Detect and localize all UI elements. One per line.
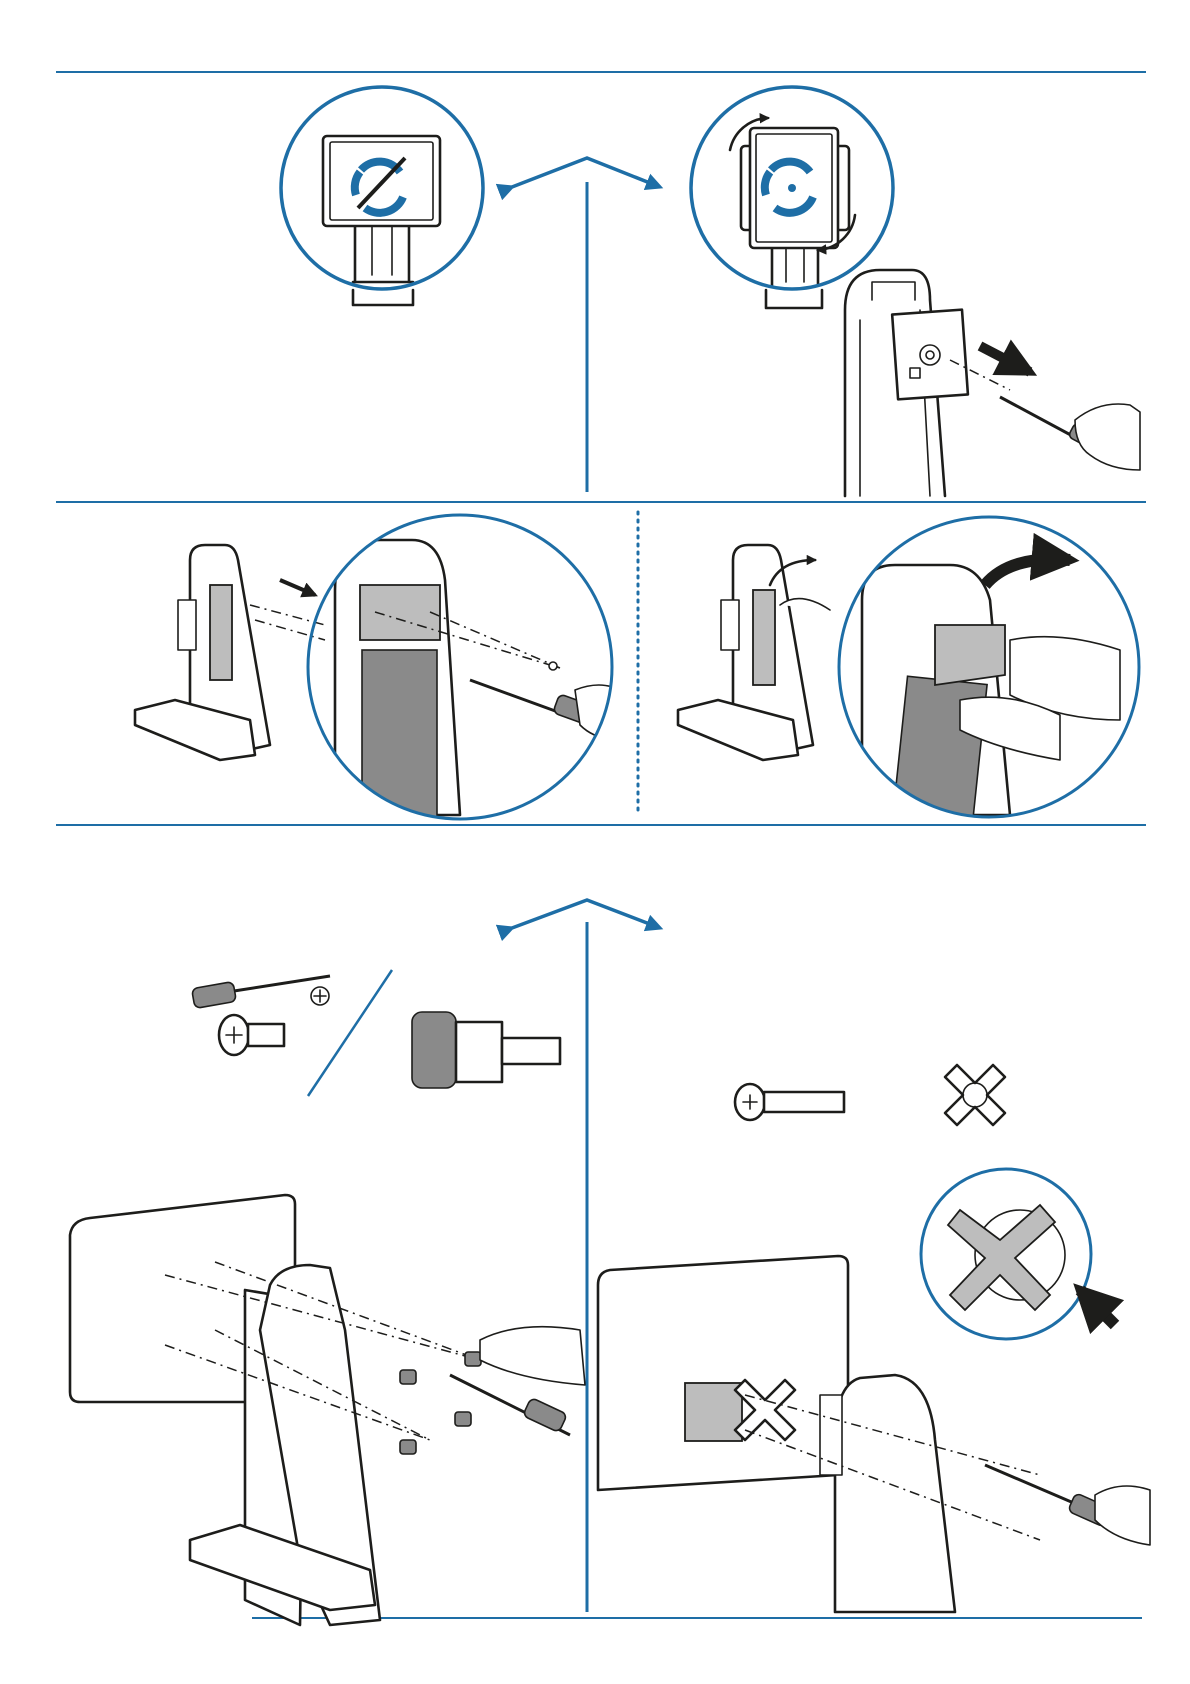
step-2-unscrew-cover xyxy=(135,515,620,820)
stand-plate-removal xyxy=(845,270,1140,496)
hand-icon xyxy=(1075,404,1140,470)
standard-screw-option xyxy=(192,970,560,1096)
screwdriver-icon xyxy=(192,976,330,1008)
phillips-icon xyxy=(311,987,329,1005)
screw-icon xyxy=(735,1084,844,1120)
monitor-mount-spider-adapter xyxy=(598,1165,1150,1612)
step-2-remove-cover xyxy=(678,517,1139,824)
spider-adapter-icon xyxy=(945,1065,1005,1125)
long-screw-spider-option xyxy=(735,1065,1005,1125)
monitor-mount-thumb-screws xyxy=(70,1195,585,1625)
no-rotation-option xyxy=(281,87,483,305)
screw-icon xyxy=(219,1015,284,1055)
thumb-screw-icon xyxy=(412,1012,560,1088)
